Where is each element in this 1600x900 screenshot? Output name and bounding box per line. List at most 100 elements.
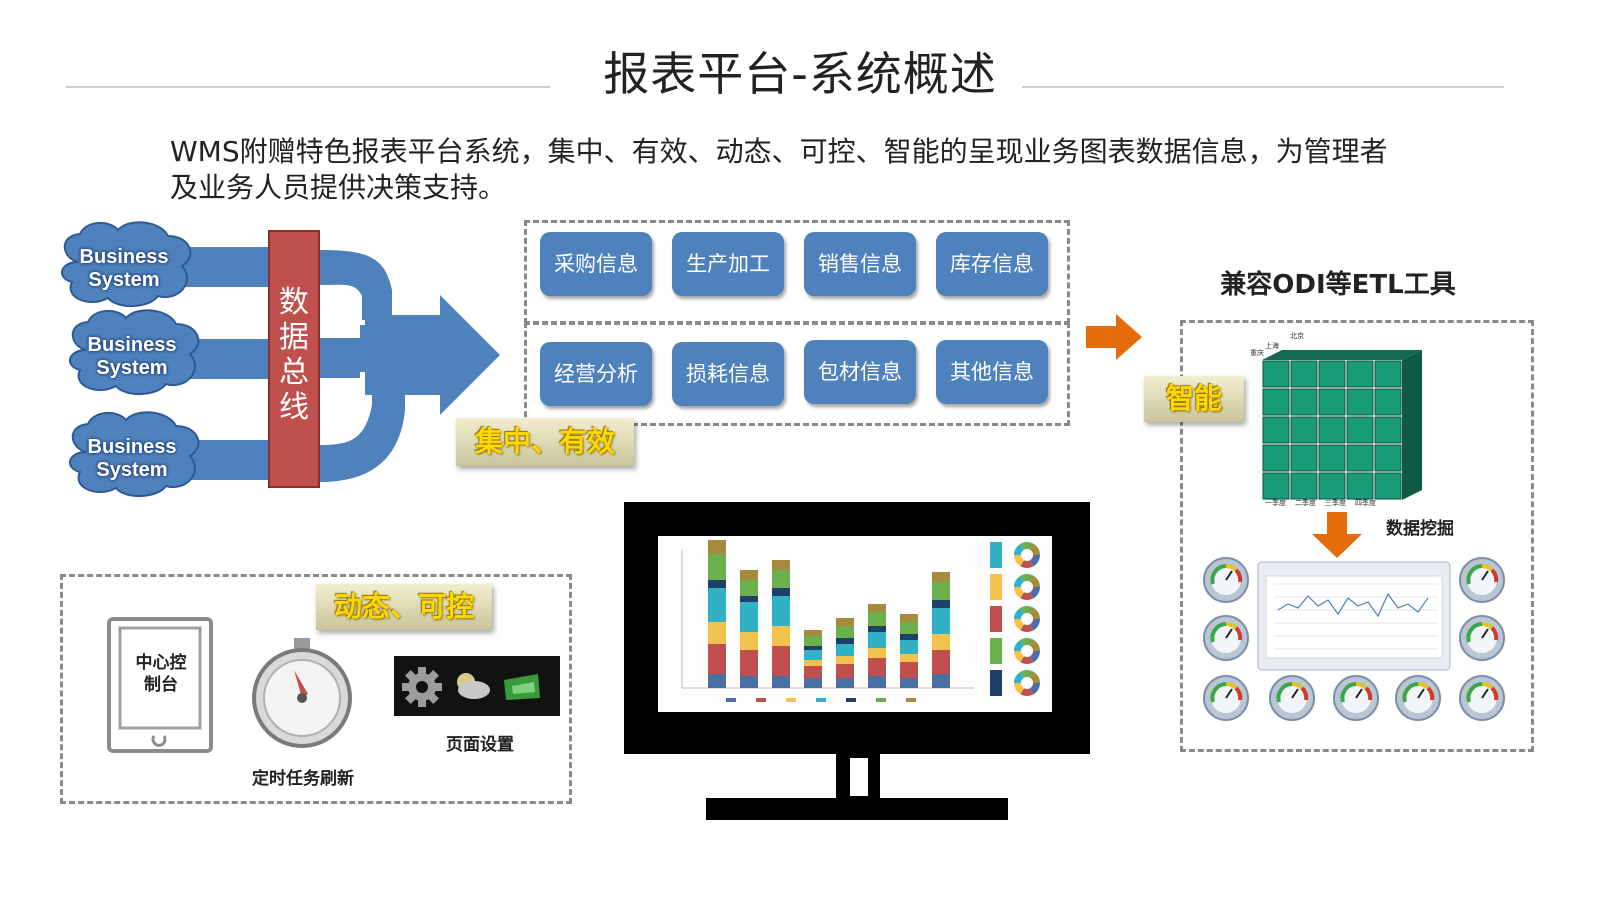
- gauge-green: [1466, 682, 1483, 703]
- bar-segment: [772, 560, 790, 570]
- bar-segment: [900, 678, 918, 688]
- console-line2: 制台: [144, 675, 178, 695]
- category-inventory[interactable]: 库存信息: [936, 232, 1048, 296]
- cube-cell: [1374, 472, 1402, 500]
- category-loss[interactable]: 损耗信息: [672, 342, 784, 406]
- gauge-icon: [1269, 675, 1315, 721]
- category-procurement[interactable]: 采购信息: [540, 232, 652, 296]
- bar-segment: [868, 632, 886, 648]
- data-bus-label: 数 据 总 线: [268, 285, 320, 425]
- gauge-red: [1234, 686, 1243, 701]
- tag-focus-effective: 集中、有效: [456, 418, 634, 466]
- gauge-red: [1300, 686, 1309, 701]
- donut-segment: [1030, 543, 1040, 555]
- dashboard-preview: [1203, 557, 1505, 721]
- legend-swatch: [816, 698, 826, 702]
- donut-segment: [1014, 671, 1024, 683]
- cube-cell: [1290, 472, 1318, 500]
- gauge-red: [1426, 686, 1435, 701]
- svg-text:重庆: 重庆: [1250, 348, 1264, 357]
- category-panel-bottom: [524, 322, 1070, 426]
- bus-char: 据: [279, 320, 309, 355]
- bar-segment: [740, 596, 758, 602]
- donut-segment: [1020, 560, 1034, 568]
- bar-segment: [772, 570, 790, 588]
- donut-segment: [1020, 542, 1034, 550]
- bar-segment: [708, 588, 726, 622]
- cube-cell: [1262, 472, 1290, 500]
- side-tab: [990, 606, 1002, 632]
- bar-segment: [868, 658, 886, 676]
- timer-refresh-label: 定时任务刷新: [252, 769, 354, 789]
- gauge-yellow: [1481, 622, 1494, 630]
- svg-text:上海: 上海: [1265, 341, 1279, 350]
- bar-segment: [740, 650, 758, 676]
- bar-segment: [932, 582, 950, 600]
- bar-segment: [740, 602, 758, 632]
- donut-segment: [1030, 651, 1040, 663]
- control-console-label: 中心控 制台: [128, 652, 194, 696]
- gauge-yellow: [1291, 682, 1304, 690]
- gauge-icon: [1203, 615, 1249, 661]
- category-sales[interactable]: 销售信息: [804, 232, 916, 296]
- category-production[interactable]: 生产加工: [672, 232, 784, 296]
- bar-segment: [804, 678, 822, 688]
- svg-text:一季度: 一季度: [1265, 498, 1286, 507]
- gauge-yellow: [1225, 682, 1238, 690]
- bar-segment: [932, 572, 950, 582]
- donut-segment: [1030, 607, 1040, 619]
- cube-cell: [1374, 416, 1402, 444]
- cube-cell: [1346, 472, 1374, 500]
- bar-segment: [772, 676, 790, 688]
- bar-segment: [708, 622, 726, 644]
- gauge-red: [1490, 568, 1499, 583]
- category-other[interactable]: 其他信息: [936, 340, 1048, 404]
- bar-segment: [772, 646, 790, 676]
- bar-segment: [932, 608, 950, 634]
- legend-swatch: [786, 698, 796, 702]
- legend-swatch: [726, 698, 736, 702]
- bar-segment: [836, 664, 854, 678]
- bar-segment: [900, 614, 918, 622]
- donut-segment: [1020, 574, 1034, 582]
- bus-char: 数: [279, 285, 309, 320]
- bar-segment: [740, 676, 758, 688]
- gauge-needle: [1481, 570, 1489, 581]
- gauge-icon: [1203, 675, 1249, 721]
- bar-segment: [868, 648, 886, 658]
- title-rule-left: [66, 86, 550, 88]
- gauge-red: [1490, 686, 1499, 701]
- gauge-red: [1364, 686, 1373, 701]
- gauge-needle: [1225, 628, 1233, 639]
- bar-segment: [900, 622, 918, 634]
- bar-segment: [708, 540, 726, 554]
- gauge-green: [1210, 682, 1227, 703]
- donut-segment: [1030, 575, 1040, 587]
- side-tab: [990, 574, 1002, 600]
- bar-segment: [772, 596, 790, 626]
- gauge-green: [1276, 682, 1293, 703]
- cube-cell: [1290, 444, 1318, 472]
- source-business-system-3: Business System: [62, 436, 202, 482]
- gauge-needle: [1481, 628, 1489, 639]
- category-operations[interactable]: 经营分析: [540, 342, 652, 406]
- gauge-yellow: [1225, 564, 1238, 572]
- cube-cell: [1290, 388, 1318, 416]
- gauge-needle: [1291, 688, 1299, 699]
- bar-segment: [932, 600, 950, 608]
- legend-swatch: [876, 698, 886, 702]
- source-label-line1: Business: [79, 246, 169, 268]
- svg-text:二季度: 二季度: [1295, 498, 1316, 507]
- gauge-green: [1466, 564, 1483, 585]
- cube-cell: [1346, 416, 1374, 444]
- bar-segment: [932, 634, 950, 650]
- tablet-icon: [107, 617, 213, 753]
- category-packaging[interactable]: 包材信息: [804, 340, 916, 404]
- data-bus: [268, 230, 320, 488]
- bar-segment: [836, 644, 854, 656]
- donut-segment: [1020, 592, 1034, 600]
- donut-segment: [1030, 587, 1040, 599]
- cube-cell: [1346, 360, 1374, 388]
- bar-segment: [932, 674, 950, 688]
- source-label-line1: Business: [87, 334, 177, 356]
